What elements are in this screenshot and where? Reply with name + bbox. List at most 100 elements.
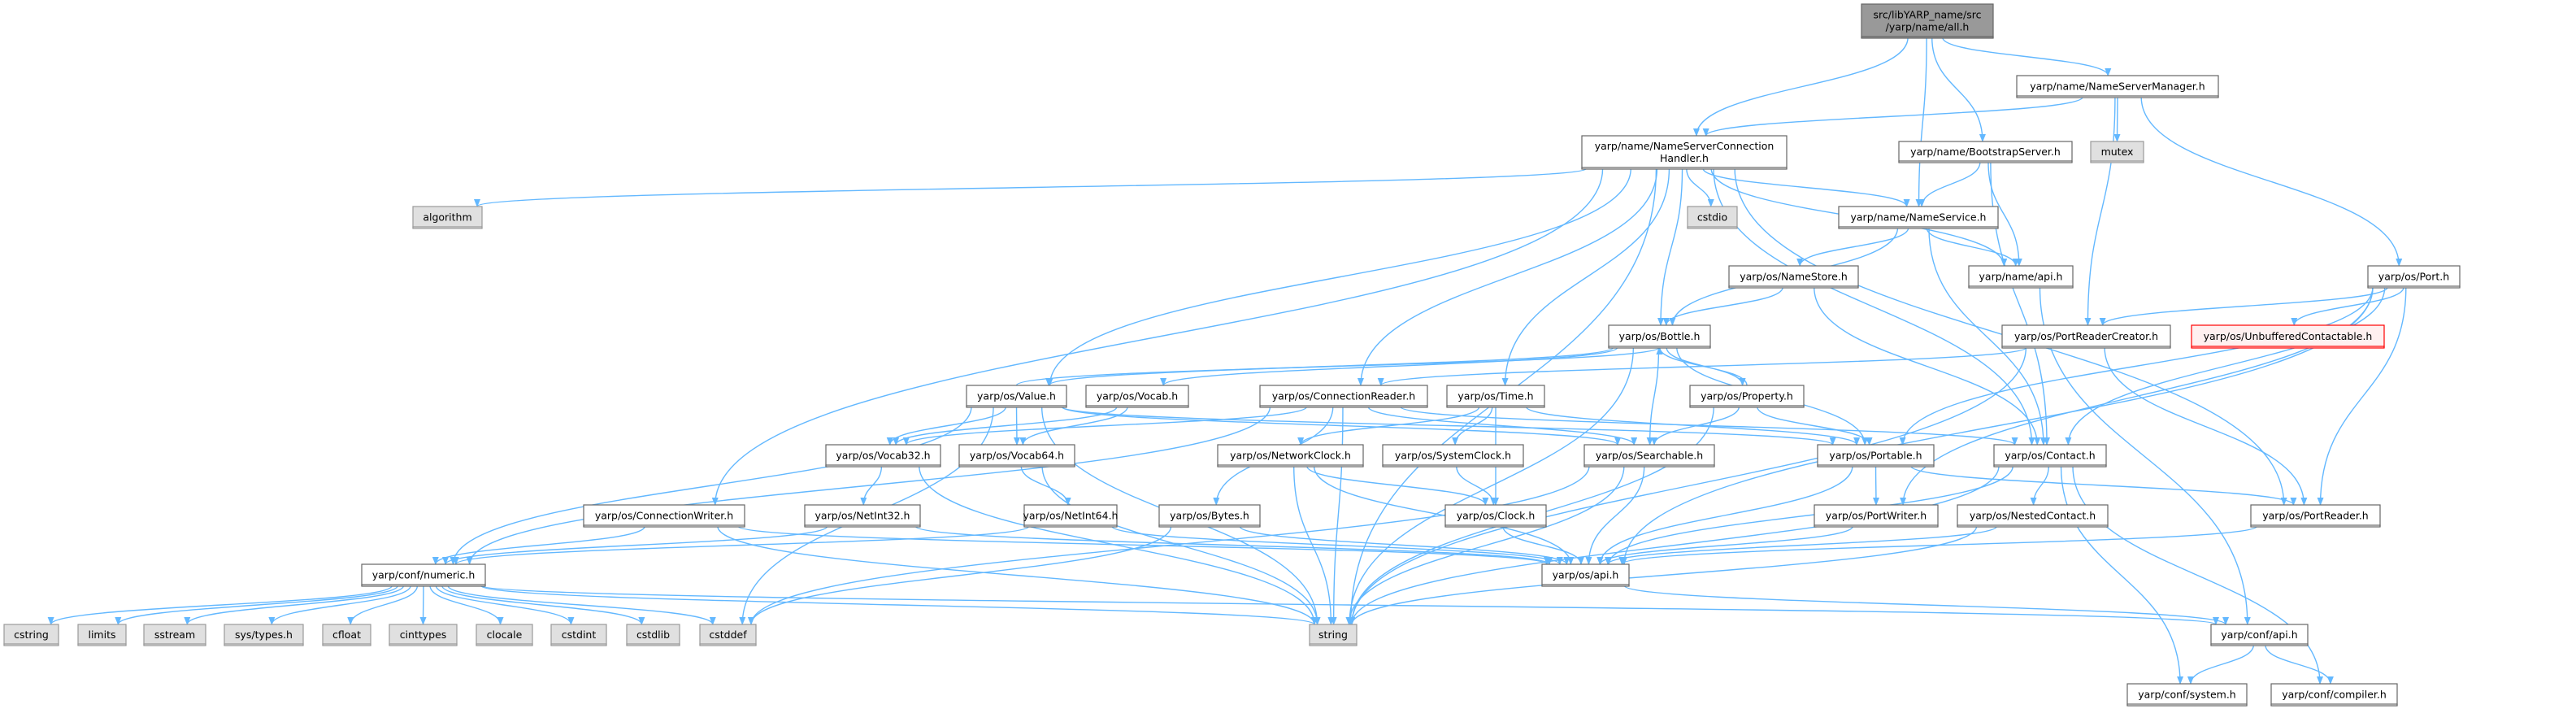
node-box xyxy=(804,504,921,527)
node-bottle[interactable]: yarp/os/Bottle.h xyxy=(1608,324,1711,349)
node-shadow xyxy=(699,643,757,646)
node-label: yarp/conf/api.h xyxy=(2221,629,2297,641)
node-box xyxy=(1817,444,1935,467)
node-sstream[interactable]: sstream xyxy=(143,624,206,646)
edge-connreader-to-searchable xyxy=(1367,406,1638,446)
node-cfloat[interactable]: cfloat xyxy=(322,624,371,646)
node-netint64[interactable]: yarp/os/NetInt64.h xyxy=(1023,504,1119,528)
node-box xyxy=(626,624,680,646)
node-searchable[interactable]: yarp/os/Searchable.h xyxy=(1583,444,1715,468)
node-port[interactable]: yarp/os/Port.h xyxy=(2367,265,2461,289)
node-nsm[interactable]: yarp/name/NameServerManager.h xyxy=(2016,75,2219,98)
node-property[interactable]: yarp/os/Property.h xyxy=(1689,385,1805,408)
node-portwriter[interactable]: yarp/os/PortWriter.h xyxy=(1814,504,1939,528)
node-connreader[interactable]: yarp/os/ConnectionReader.h xyxy=(1259,385,1428,408)
node-shadow xyxy=(143,643,206,646)
node-cinttypes[interactable]: cinttypes xyxy=(389,624,458,646)
node-shadow xyxy=(1814,524,1939,528)
node-limits[interactable]: limits xyxy=(77,624,127,646)
edge-portable-to-osapi xyxy=(1596,465,1853,565)
node-label: yarp/os/Vocab.h xyxy=(1097,390,1178,402)
node-shadow xyxy=(626,643,680,646)
node-shadow xyxy=(2191,346,2385,349)
edge-connreader-to-string xyxy=(1330,406,1344,625)
node-shadow xyxy=(958,464,1075,468)
edge-nameservice-to-contact xyxy=(1928,227,2047,446)
node-label: cfloat xyxy=(332,629,361,641)
node-shadow xyxy=(1259,405,1428,408)
node-time[interactable]: yarp/os/Time.h xyxy=(1446,385,1545,408)
edge-connreader-to-numeric xyxy=(466,406,1271,565)
node-netint32[interactable]: yarp/os/NetInt32.h xyxy=(804,504,921,528)
node-shadow xyxy=(389,643,458,646)
node-shadow xyxy=(3,643,59,646)
node-box xyxy=(2210,624,2309,646)
node-nameapi[interactable]: yarp/name/api.h xyxy=(1968,265,2074,289)
edge-nameservice-to-namestore xyxy=(1796,227,1909,267)
edge-contact-to-string xyxy=(1349,465,2000,625)
node-vocab64[interactable]: yarp/os/Vocab64.h xyxy=(958,444,1075,468)
edge-portable-to-portreader xyxy=(1910,465,2297,506)
node-label: yarp/os/api.h xyxy=(1553,569,1619,581)
node-portreader[interactable]: yarp/os/PortReader.h xyxy=(2250,504,2381,528)
edge-nsm-to-prc xyxy=(2084,96,2116,326)
node-vocab32[interactable]: yarp/os/Vocab32.h xyxy=(825,444,941,468)
node-box xyxy=(476,624,533,646)
edge-namestore-to-contact xyxy=(1814,286,2041,446)
node-netclock[interactable]: yarp/os/NetworkClock.h xyxy=(1217,444,1364,468)
node-systypes[interactable]: sys/types.h xyxy=(224,624,304,646)
node-shadow xyxy=(804,524,921,528)
node-shadow xyxy=(2001,346,2171,349)
node-box xyxy=(1957,504,2109,527)
node-clock[interactable]: yarp/os/Clock.h xyxy=(1444,504,1547,528)
node-unbuf[interactable]: yarp/os/UnbufferedContactable.h xyxy=(2191,324,2385,349)
node-portable[interactable]: yarp/os/Portable.h xyxy=(1817,444,1935,468)
node-box xyxy=(1217,444,1364,467)
edge-property-to-portable xyxy=(1756,406,1873,446)
node-numeric[interactable]: yarp/conf/numeric.h xyxy=(361,563,486,587)
node-root[interactable]: src/libYARP_name/src/yarp/name/all.h xyxy=(1861,3,1994,39)
node-nameservice[interactable]: yarp/name/NameService.h xyxy=(1838,206,1999,229)
node-value[interactable]: yarp/os/Value.h xyxy=(966,385,1067,408)
node-bytes[interactable]: yarp/os/Bytes.h xyxy=(1158,504,1261,528)
edge-searchable-to-string xyxy=(1345,465,1625,625)
node-algorithm[interactable]: algorithm xyxy=(412,206,483,229)
node-confcompiler[interactable]: yarp/conf/compiler.h xyxy=(2270,683,2398,707)
edge-connreader-to-vocab32 xyxy=(903,406,1308,446)
edge-searchable-to-cstddef xyxy=(748,465,1590,625)
edge-nameapi-to-confapi xyxy=(2039,286,2251,625)
node-confapi[interactable]: yarp/conf/api.h xyxy=(2210,624,2309,646)
node-cstring[interactable]: cstring xyxy=(3,624,59,646)
node-cstdlib[interactable]: cstdlib xyxy=(626,624,680,646)
edge-netint64-to-osapi xyxy=(1110,525,1563,565)
node-confsystem[interactable]: yarp/conf/system.h xyxy=(2126,683,2248,707)
node-mutex[interactable]: mutex xyxy=(2090,141,2144,163)
node-namestore[interactable]: yarp/os/NameStore.h xyxy=(1728,265,1859,289)
edge-contact-to-nested xyxy=(2030,465,2049,506)
node-cstdint[interactable]: cstdint xyxy=(550,624,607,646)
node-label: Handler.h xyxy=(1660,152,1709,164)
edge-port-to-portable xyxy=(1899,286,2374,446)
edge-nameservice-to-nameapi xyxy=(1926,227,2019,267)
node-cstddef[interactable]: cstddef xyxy=(699,624,757,646)
node-prc[interactable]: yarp/os/PortReaderCreator.h xyxy=(2001,324,2171,349)
node-sysclock[interactable]: yarp/os/SystemClock.h xyxy=(1382,444,1524,468)
node-shadow xyxy=(2210,643,2309,646)
node-string[interactable]: string xyxy=(1309,624,1358,646)
node-nested[interactable]: yarp/os/NestedContact.h xyxy=(1957,504,2109,528)
node-shadow xyxy=(1817,464,1935,468)
edge-bytes-to-osapi xyxy=(1239,525,1570,565)
node-cstdio[interactable]: cstdio xyxy=(1687,206,1738,229)
node-box xyxy=(2016,75,2219,98)
node-box xyxy=(958,444,1075,467)
node-connwriter[interactable]: yarp/os/ConnectionWriter.h xyxy=(583,504,745,528)
node-clocale[interactable]: clocale xyxy=(476,624,533,646)
node-label: yarp/os/ConnectionWriter.h xyxy=(595,510,733,522)
edge-connwriter-to-numeric xyxy=(432,525,646,565)
node-osapi[interactable]: yarp/os/api.h xyxy=(1541,563,1630,587)
node-vocab[interactable]: yarp/os/Vocab.h xyxy=(1085,385,1189,408)
node-contact[interactable]: yarp/os/Contact.h xyxy=(1993,444,2107,468)
node-boot[interactable]: yarp/name/BootstrapServer.h xyxy=(1898,141,2073,163)
edge-connwriter-to-osapi xyxy=(736,525,1550,565)
